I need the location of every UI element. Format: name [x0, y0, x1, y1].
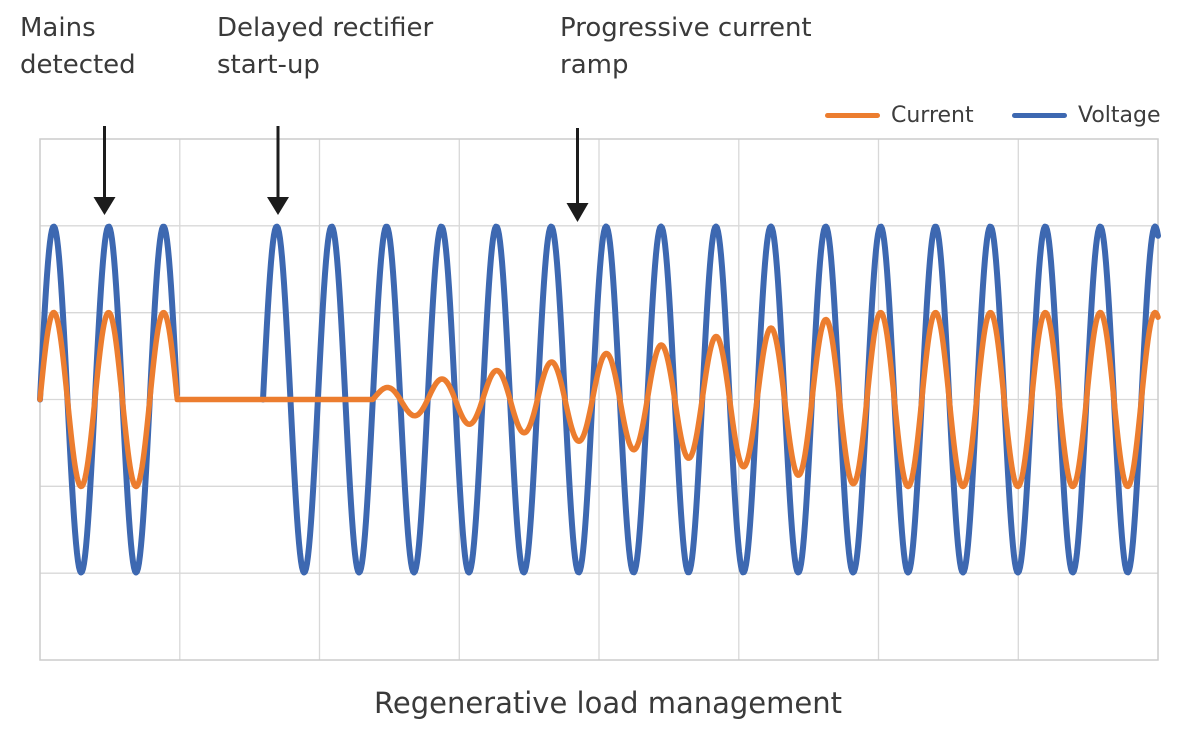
annotation-progressive-current-ramp: Progressive current ramp — [560, 13, 812, 80]
annotation-mains-detected: Mains detected — [20, 13, 136, 80]
annotation-delayed-rectifier-startup: Delayed rectifier start-up — [217, 13, 434, 80]
wave-series — [37, 223, 1161, 576]
chart-title: Regenerative load management — [374, 686, 842, 720]
annotation-arrows — [93, 126, 589, 222]
